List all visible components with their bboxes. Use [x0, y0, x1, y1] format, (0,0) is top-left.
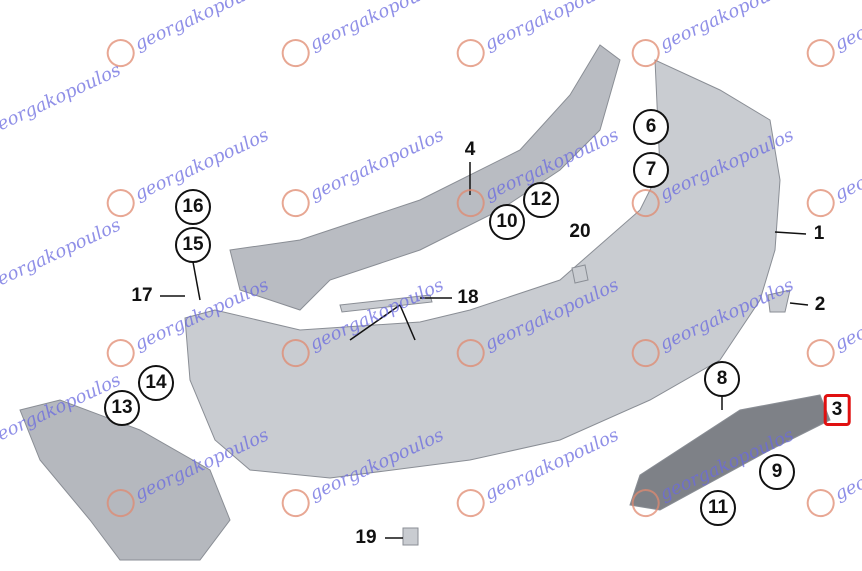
part-19	[402, 527, 419, 546]
callout-18[interactable]: 18	[457, 287, 479, 308]
callout-9[interactable]: 9	[759, 454, 795, 490]
callout-17[interactable]: 17	[131, 285, 153, 306]
callout-15[interactable]: 15	[175, 227, 211, 263]
callout-7[interactable]: 7	[633, 152, 669, 188]
callout-1[interactable]: 1	[813, 223, 825, 244]
callout-8[interactable]: 8	[704, 361, 740, 397]
callout-12[interactable]: 12	[523, 182, 559, 218]
callout-10[interactable]: 10	[489, 204, 525, 240]
part-20	[571, 264, 589, 284]
callout-4[interactable]: 4	[464, 139, 476, 160]
callout-14[interactable]: 14	[138, 365, 174, 401]
diffuser	[629, 394, 831, 511]
callout-20[interactable]: 20	[569, 221, 591, 242]
bumper-cover	[184, 59, 781, 479]
bracket-left	[19, 399, 231, 561]
part-2	[767, 289, 791, 313]
callout-13[interactable]: 13	[104, 390, 140, 426]
callout-3-highlighted[interactable]: 3	[823, 394, 851, 426]
callout-2[interactable]: 2	[814, 294, 826, 315]
callout-19[interactable]: 19	[355, 527, 377, 548]
leader-lines	[160, 162, 809, 539]
part-18	[339, 294, 433, 313]
callout-6[interactable]: 6	[633, 109, 669, 145]
bumper-carrier	[229, 44, 621, 311]
callout-11[interactable]: 11	[700, 490, 736, 526]
callout-16[interactable]: 16	[175, 189, 211, 225]
